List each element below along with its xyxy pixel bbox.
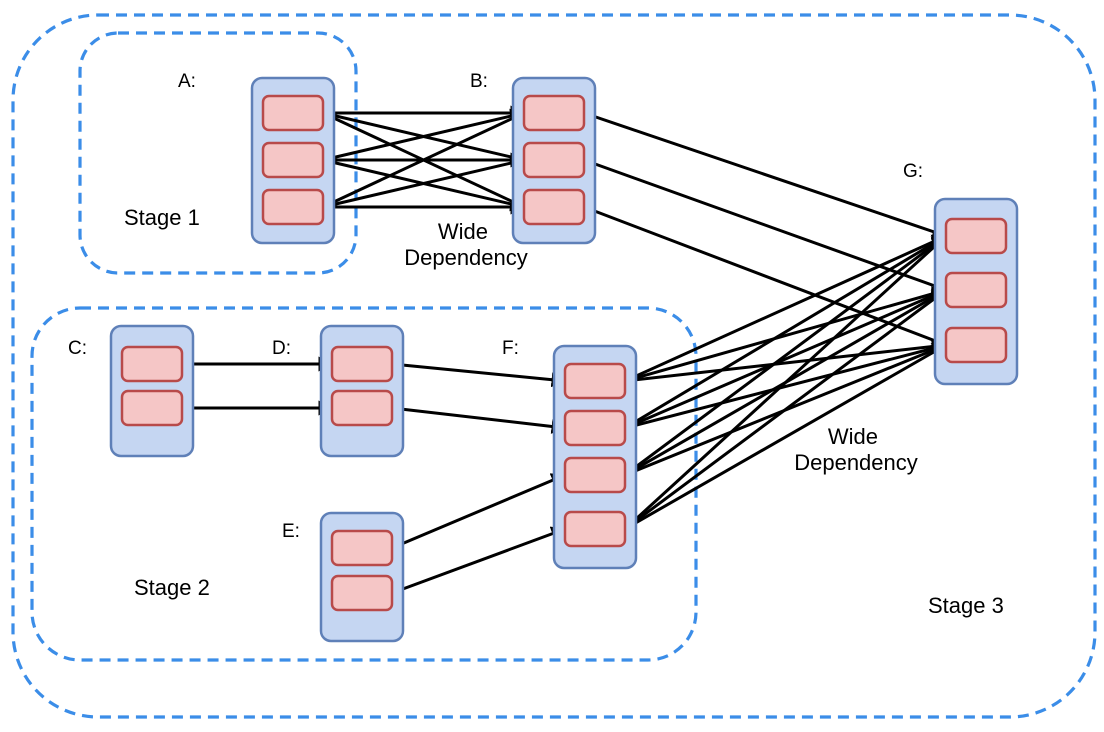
- partition-a-3: [261, 188, 325, 226]
- rdd-a: [250, 76, 336, 245]
- edge-f2-g2: [624, 288, 948, 430]
- edge-b1-g1: [583, 111, 948, 239]
- wide-dependency-label-2: Wide Dependency: [794, 424, 918, 475]
- wide-dependency-2-line1: Wide: [828, 424, 878, 449]
- partition-a-2: [261, 141, 325, 179]
- edge-f3-g1: [624, 234, 948, 477]
- wide-dependency-1-line1: Wide: [438, 219, 488, 244]
- stage1-label: Stage 1: [124, 205, 200, 230]
- partition-g-1: [944, 217, 1008, 255]
- edge-f2-g3: [624, 341, 948, 430]
- rdd-e: [319, 511, 405, 643]
- stage2-label: Stage 2: [134, 575, 210, 600]
- edge-f4-g2: [624, 288, 948, 531]
- edge-e2-f4: [391, 526, 567, 595]
- stage3-boundary: [11, 13, 1097, 719]
- rdd-g: [933, 197, 1019, 386]
- rdd-label-c: C:: [68, 338, 87, 359]
- edge-b2-g2: [583, 158, 948, 293]
- partition-c-1: [120, 345, 184, 383]
- partition-g-2: [944, 271, 1008, 309]
- rdd-label-e: E:: [282, 521, 300, 542]
- partition-f-1: [563, 362, 627, 400]
- edge-f1-g1: [624, 234, 948, 383]
- partition-f-2: [563, 409, 627, 447]
- partition-b-2: [522, 141, 586, 179]
- partition-g-3: [944, 326, 1008, 364]
- partition-b-3: [522, 188, 586, 226]
- rdd-label-b: B:: [470, 71, 488, 92]
- rdd-label-d: D:: [272, 338, 291, 359]
- edge-a3-b1: [322, 111, 526, 209]
- partition-b-1: [522, 94, 586, 132]
- edge-a2-b1: [322, 108, 526, 162]
- partition-d-2: [330, 389, 394, 427]
- partition-f-4: [563, 510, 627, 548]
- partition-e-1: [330, 529, 394, 567]
- edge-f2-g1: [624, 234, 948, 430]
- rdd-label-f: F:: [502, 338, 519, 359]
- stage3-label: Stage 3: [928, 593, 1004, 618]
- edge-f1-g3: [624, 339, 948, 383]
- wide-dependency-1-line2: Dependency: [404, 245, 528, 270]
- stage1-boundary: [78, 31, 358, 275]
- rdd-c: [109, 324, 195, 458]
- edge-a3-b2: [322, 155, 526, 209]
- rdd-b: [511, 76, 597, 245]
- partition-d-1: [330, 345, 394, 383]
- rdd-d: [319, 324, 405, 458]
- edge-b3-g3: [583, 205, 948, 348]
- edges: [182, 105, 948, 595]
- edge-f1-g2: [624, 286, 948, 383]
- wide-dependency-label-1: Wide Dependency: [404, 219, 528, 270]
- rdd-nodes: [109, 76, 1019, 643]
- rdd-label-a: A:: [178, 71, 196, 92]
- edge-d1-f1: [391, 362, 567, 388]
- partition-f-3: [563, 456, 627, 494]
- edge-f4-g3: [624, 343, 948, 531]
- edge-f4-g1: [623, 234, 948, 531]
- partition-c-2: [120, 389, 184, 427]
- partition-e-2: [330, 574, 394, 612]
- rdd-f: [552, 344, 638, 570]
- rdd-label-g: G:: [903, 161, 923, 182]
- edge-e1-f3: [391, 473, 567, 550]
- edge-d2-f2: [391, 406, 567, 434]
- partition-a-1: [261, 94, 325, 132]
- wide-dependency-2-line2: Dependency: [794, 450, 918, 475]
